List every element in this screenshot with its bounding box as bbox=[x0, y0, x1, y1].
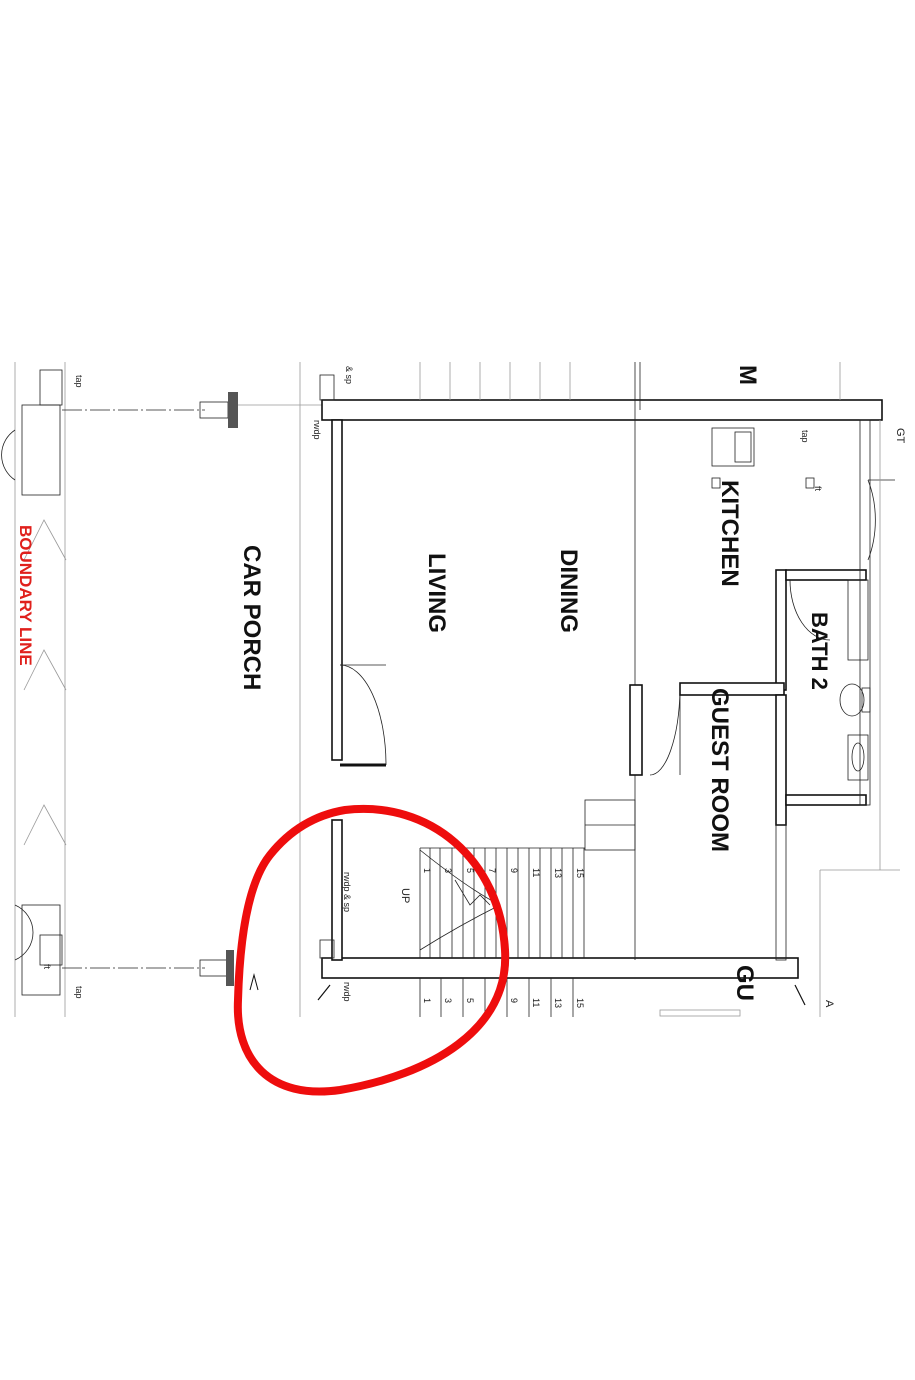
ft-annotation-gate: ft bbox=[42, 964, 52, 970]
gate-pillar-bottom bbox=[226, 950, 234, 986]
gate-post-bottom-cap bbox=[39, 934, 63, 966]
kitchen-back-wall bbox=[859, 419, 871, 806]
column-top bbox=[319, 374, 335, 401]
guest-room-label: GUEST ROOM bbox=[706, 688, 733, 852]
living-door-swing bbox=[339, 664, 387, 766]
kitchen-sink bbox=[711, 427, 755, 467]
boundary-chevron-3 bbox=[23, 804, 67, 846]
stair-number: 9 bbox=[509, 868, 519, 873]
car-porch-label: CAR PORCH bbox=[238, 545, 265, 690]
stair-numbers-lower: 1 3 5 9 11 13 15 bbox=[422, 998, 585, 1008]
wc-bowl bbox=[839, 683, 865, 717]
stair-treads bbox=[419, 847, 585, 958]
boundary-chevron-2 bbox=[23, 649, 67, 691]
stair-treads-upper bbox=[419, 362, 571, 400]
stair-number: 3 bbox=[443, 868, 453, 873]
stair-number: 1 bbox=[422, 868, 432, 873]
wall-middle bbox=[321, 957, 799, 979]
living-label: LIVING bbox=[423, 553, 450, 633]
gate-pillar-top bbox=[228, 392, 238, 428]
side-door-swing bbox=[867, 479, 876, 561]
gate-post-bottom bbox=[21, 904, 61, 996]
bath-wall-left bbox=[775, 569, 787, 691]
stair-number: 11 bbox=[531, 998, 541, 1007]
a-partial-label: A bbox=[823, 1000, 835, 1008]
gu-partial-label: GU bbox=[731, 965, 758, 1001]
m-partial-label: M bbox=[734, 365, 761, 385]
guest-top-wall bbox=[679, 682, 785, 696]
stair-number: 9 bbox=[509, 998, 519, 1003]
guest-bath-wall bbox=[775, 694, 787, 826]
sp-annotation-top: & sp bbox=[344, 366, 354, 384]
basin bbox=[847, 734, 869, 781]
stair-number: 11 bbox=[531, 868, 541, 877]
kitchen-ft-box-2 bbox=[805, 477, 815, 489]
basin-bowl bbox=[851, 742, 865, 772]
stair-number: 13 bbox=[553, 998, 563, 1008]
gate-post-top-cap bbox=[39, 369, 63, 406]
stair-number: 13 bbox=[553, 868, 563, 878]
arrow-marker bbox=[249, 973, 259, 991]
bath-top-wall bbox=[785, 569, 867, 581]
rwdp-sp-annotation: rwdp & sp bbox=[342, 872, 352, 912]
kitchen-label: KITCHEN bbox=[716, 480, 743, 587]
boundary-chevron-1 bbox=[23, 519, 67, 561]
wall-top bbox=[321, 399, 883, 421]
red-markup-circle bbox=[233, 804, 510, 1096]
guest-wall-stub bbox=[629, 684, 643, 776]
tap-annotation-top: tap bbox=[74, 375, 84, 388]
living-front-wall bbox=[331, 419, 343, 761]
dining-label: DINING bbox=[555, 549, 582, 633]
bath-door-swing bbox=[789, 579, 831, 641]
guest-right-wall bbox=[775, 824, 787, 961]
arrow-marker-2 bbox=[317, 984, 331, 1001]
gate-swing-top bbox=[1, 429, 16, 481]
tap-annotation-kitchen: tap bbox=[800, 430, 810, 443]
stair-number: 7 bbox=[487, 868, 497, 873]
ft-annotation-kitchen: ft bbox=[813, 486, 823, 492]
arrow-marker-3 bbox=[794, 984, 806, 1006]
boundary-line-label: BOUNDARY LINE bbox=[16, 525, 35, 666]
wc-cistern bbox=[861, 687, 871, 713]
stair-number: 15 bbox=[575, 868, 585, 878]
stair-number: 15 bbox=[575, 998, 585, 1008]
guest-door-swing bbox=[649, 689, 681, 776]
bath-2-label: BATH 2 bbox=[807, 612, 832, 690]
kitchen-sink-bowl bbox=[734, 431, 752, 463]
up-label: UP bbox=[399, 888, 411, 903]
stair-number: 5 bbox=[465, 868, 475, 873]
bath-bottom-wall bbox=[785, 794, 867, 806]
lower-fixture bbox=[659, 1009, 741, 1017]
stair-treads-lower bbox=[419, 978, 574, 1017]
stair-number: 3 bbox=[443, 998, 453, 1003]
tap-annotation-bottom: tap bbox=[74, 986, 84, 999]
gt-label: GT bbox=[894, 428, 906, 444]
stair-front-wall bbox=[331, 819, 343, 961]
stair-numbers-upper: 1 3 5 7 9 11 13 15 bbox=[422, 868, 585, 878]
column-mid bbox=[319, 939, 335, 959]
stair-number: 5 bbox=[465, 998, 475, 1003]
gate-swing-bottom bbox=[14, 904, 34, 961]
rwdp-annotation-bottom: rwdp bbox=[342, 982, 352, 1002]
rwdp-annotation-top: rwdp bbox=[312, 420, 322, 440]
stair-number: 1 bbox=[422, 998, 432, 1003]
kitchen-ft-box bbox=[711, 477, 721, 489]
shower-tray bbox=[847, 579, 869, 661]
